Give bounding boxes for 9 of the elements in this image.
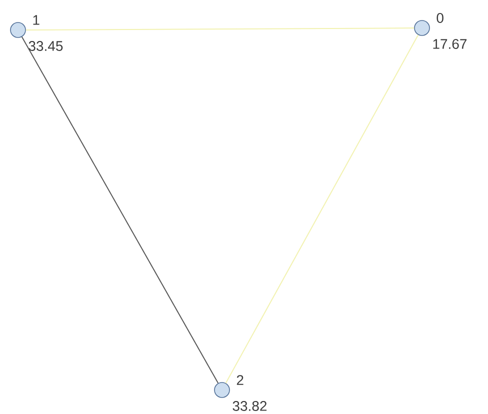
edge-line	[25, 28, 415, 30]
node-label: 33.82	[232, 401, 267, 411]
node-label: 33.45	[28, 41, 63, 51]
edge-line	[21, 36, 219, 384]
edge-line	[225, 34, 419, 384]
node-label: 0	[436, 13, 444, 23]
node-label: 2	[236, 375, 244, 385]
node-label: 17.67	[433, 39, 467, 49]
node-label: 1	[33, 15, 40, 25]
